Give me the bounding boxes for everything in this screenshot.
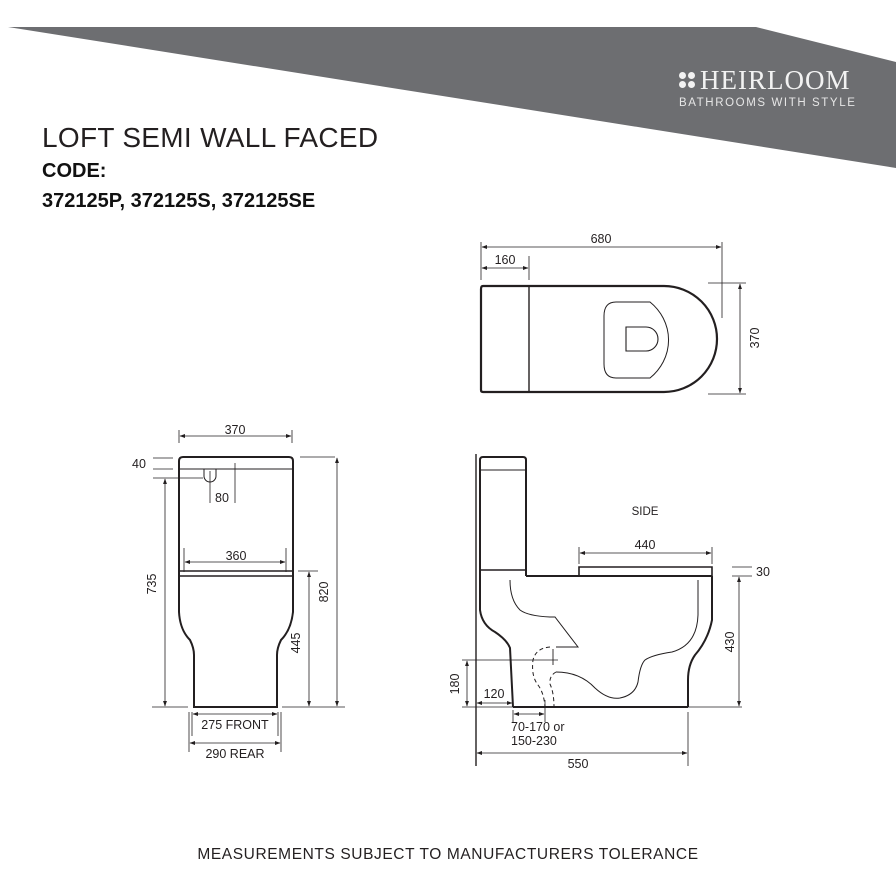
- dim-side-outlet-height: 180: [448, 674, 462, 695]
- dim-front-seat-width: 360: [226, 549, 247, 563]
- dim-side-seat-length: 440: [635, 538, 656, 552]
- tolerance-note: MEASUREMENTS SUBJECT TO MANUFACTURERS TO…: [197, 846, 699, 863]
- dim-side-wall-to-base: 120: [484, 687, 505, 701]
- top-view: [479, 242, 746, 395]
- dim-top-length: 680: [591, 232, 612, 246]
- dim-side-setout-2: 150-230: [511, 734, 557, 748]
- side-view: [462, 454, 752, 766]
- dim-front-cistern-height: 735: [145, 574, 159, 595]
- front-view: [152, 430, 345, 752]
- dim-front-seat-height: 445: [289, 633, 303, 654]
- side-view-label: SIDE: [632, 506, 659, 518]
- dim-front-button: 80: [215, 491, 229, 505]
- dim-top-cistern-depth: 160: [495, 253, 516, 267]
- four-dots-logo-icon: [679, 72, 695, 88]
- product-codes: 372125P, 372125S, 372125SE: [42, 190, 316, 212]
- product-title: LOFT SEMI WALL FACED: [42, 122, 379, 153]
- dim-top-width: 370: [748, 328, 762, 349]
- brand-logo: HEIRLOOM BATHROOMS WITH STYLE: [679, 66, 864, 109]
- dim-side-overall-depth: 550: [568, 757, 589, 771]
- dim-side-seat-thickness: 30: [756, 565, 770, 579]
- dim-front-overall-height: 820: [317, 582, 331, 603]
- brand-name: HEIRLOOM: [700, 65, 851, 95]
- code-label: CODE:: [42, 160, 107, 182]
- dim-front-cistern-width: 370: [225, 423, 246, 437]
- dim-side-setout-1: 70-170 or: [511, 720, 565, 734]
- dim-side-rim-height: 430: [723, 632, 737, 653]
- brand-tagline: BATHROOMS WITH STYLE: [679, 97, 857, 109]
- dim-front-lid: 40: [132, 457, 146, 471]
- dim-front-base-front: 275 FRONT: [201, 718, 269, 732]
- dim-front-base-rear: 290 REAR: [205, 747, 264, 761]
